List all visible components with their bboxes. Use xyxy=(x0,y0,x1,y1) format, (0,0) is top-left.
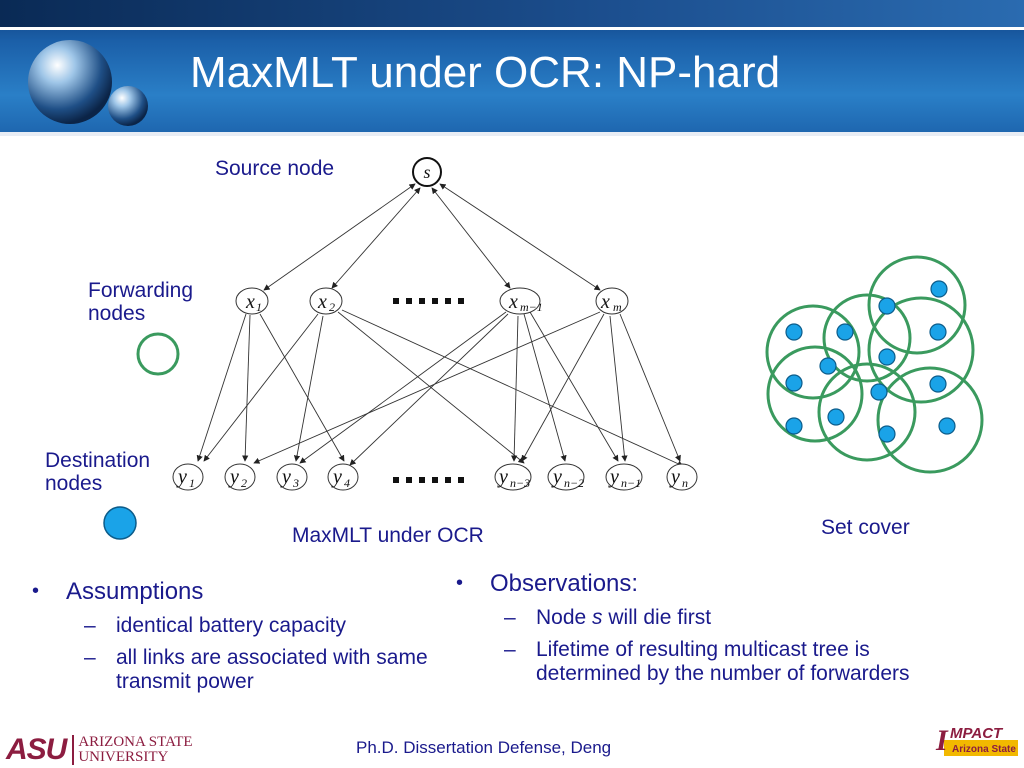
asu-wordmark: ARIZONA STATE UNIVERSITY xyxy=(72,735,193,765)
svg-text:x: x xyxy=(245,291,255,313)
svg-text:x: x xyxy=(317,291,327,313)
assumption-item: – identical battery capacity xyxy=(84,614,434,638)
observations-heading-row: • Observations: xyxy=(448,570,978,598)
svg-text:MPACT: MPACT xyxy=(950,725,1004,742)
source-node-label: Source node xyxy=(215,157,335,180)
graph-caption: MaxMLT under OCR xyxy=(292,524,484,547)
set-cover-caption: Set cover xyxy=(821,516,910,539)
destination-legend-icon xyxy=(103,506,137,540)
observations-list: • Observations: – Node s will die first … xyxy=(448,570,978,686)
svg-text:x: x xyxy=(600,291,610,313)
svg-text:y: y xyxy=(280,466,291,488)
observation-text: Lifetime of resulting multicast tree is … xyxy=(536,638,910,685)
forwarding-label-line1: Forwarding xyxy=(88,279,194,302)
slide-title: MaxMLT under OCR: NP-hard xyxy=(190,48,781,97)
assumptions-list: • Assumptions – identical battery capaci… xyxy=(24,578,434,694)
assumption-item: – all links are associated with same tra… xyxy=(84,646,434,694)
svg-text:y: y xyxy=(176,466,187,488)
observation-item: – Node s will die first xyxy=(504,606,978,630)
banner-top-band xyxy=(0,0,1024,27)
destination-label-line2: nodes xyxy=(45,472,103,495)
node-s-label: s xyxy=(423,162,430,182)
destination-label: Destination nodes xyxy=(45,449,150,495)
svg-text:2: 2 xyxy=(241,476,247,490)
element-dots xyxy=(785,280,956,443)
title-banner: MaxMLT under OCR: NP-hard xyxy=(0,0,1024,136)
svg-text:m−1: m−1 xyxy=(520,300,543,314)
observations-heading: Observations: xyxy=(490,570,639,597)
svg-text:n: n xyxy=(682,476,688,490)
forwarding-label: Forwarding nodes xyxy=(88,279,193,325)
assumption-text: identical battery capacity xyxy=(116,614,346,637)
svg-text:y: y xyxy=(228,466,239,488)
svg-text:n−1: n−1 xyxy=(621,476,641,490)
destination-label-line1: Destination xyxy=(45,449,151,472)
banner-divider xyxy=(0,27,1024,30)
observation-text: Node s will die first xyxy=(536,606,712,629)
svg-text:y: y xyxy=(608,466,619,488)
bullet-marker: • xyxy=(456,572,464,594)
orb-logo-icon xyxy=(28,40,148,126)
asu-logo: ASU ARIZONA STATE UNIVERSITY xyxy=(6,733,193,766)
svg-text:m: m xyxy=(613,300,622,314)
dash-marker: – xyxy=(84,646,96,669)
svg-text:2: 2 xyxy=(329,300,335,314)
set-cover-diagram xyxy=(765,255,984,474)
assumptions-heading-row: • Assumptions xyxy=(24,578,434,606)
assumption-text: all links are associated with same trans… xyxy=(116,646,428,693)
set-circles xyxy=(765,255,984,474)
svg-text:y: y xyxy=(551,466,562,488)
forwarding-legend-icon xyxy=(136,332,180,376)
dash-marker: – xyxy=(504,606,516,629)
impact-logo: I MPACT Arizona State xyxy=(935,724,1018,757)
svg-text:y: y xyxy=(331,466,342,488)
svg-text:4: 4 xyxy=(344,476,350,490)
svg-text:Arizona State: Arizona State xyxy=(952,744,1016,755)
svg-text:3: 3 xyxy=(292,476,299,490)
assumptions-heading: Assumptions xyxy=(66,578,204,605)
forwarding-ellipsis xyxy=(393,298,464,304)
dash-marker: – xyxy=(84,614,96,637)
observation-item: – Lifetime of resulting multicast tree i… xyxy=(504,638,978,686)
svg-text:x: x xyxy=(508,291,518,313)
svg-text:1: 1 xyxy=(189,476,195,490)
svg-text:n−3: n−3 xyxy=(510,476,530,490)
bullet-marker: • xyxy=(32,580,40,602)
graph-edges xyxy=(196,183,684,467)
svg-text:y: y xyxy=(497,466,508,488)
destination-ellipsis xyxy=(393,477,464,483)
source-node-s: s xyxy=(412,157,442,187)
svg-text:n−2: n−2 xyxy=(564,476,584,490)
svg-text:1: 1 xyxy=(256,300,262,314)
banner-bottom-edge xyxy=(0,132,1024,136)
dash-marker: – xyxy=(504,638,516,661)
forwarding-label-line2: nodes xyxy=(88,302,146,325)
footer-caption: Ph.D. Dissertation Defense, Deng xyxy=(356,738,612,757)
svg-text:y: y xyxy=(669,466,680,488)
svg-text:I: I xyxy=(935,724,949,757)
asu-mark: ASU xyxy=(6,733,67,766)
